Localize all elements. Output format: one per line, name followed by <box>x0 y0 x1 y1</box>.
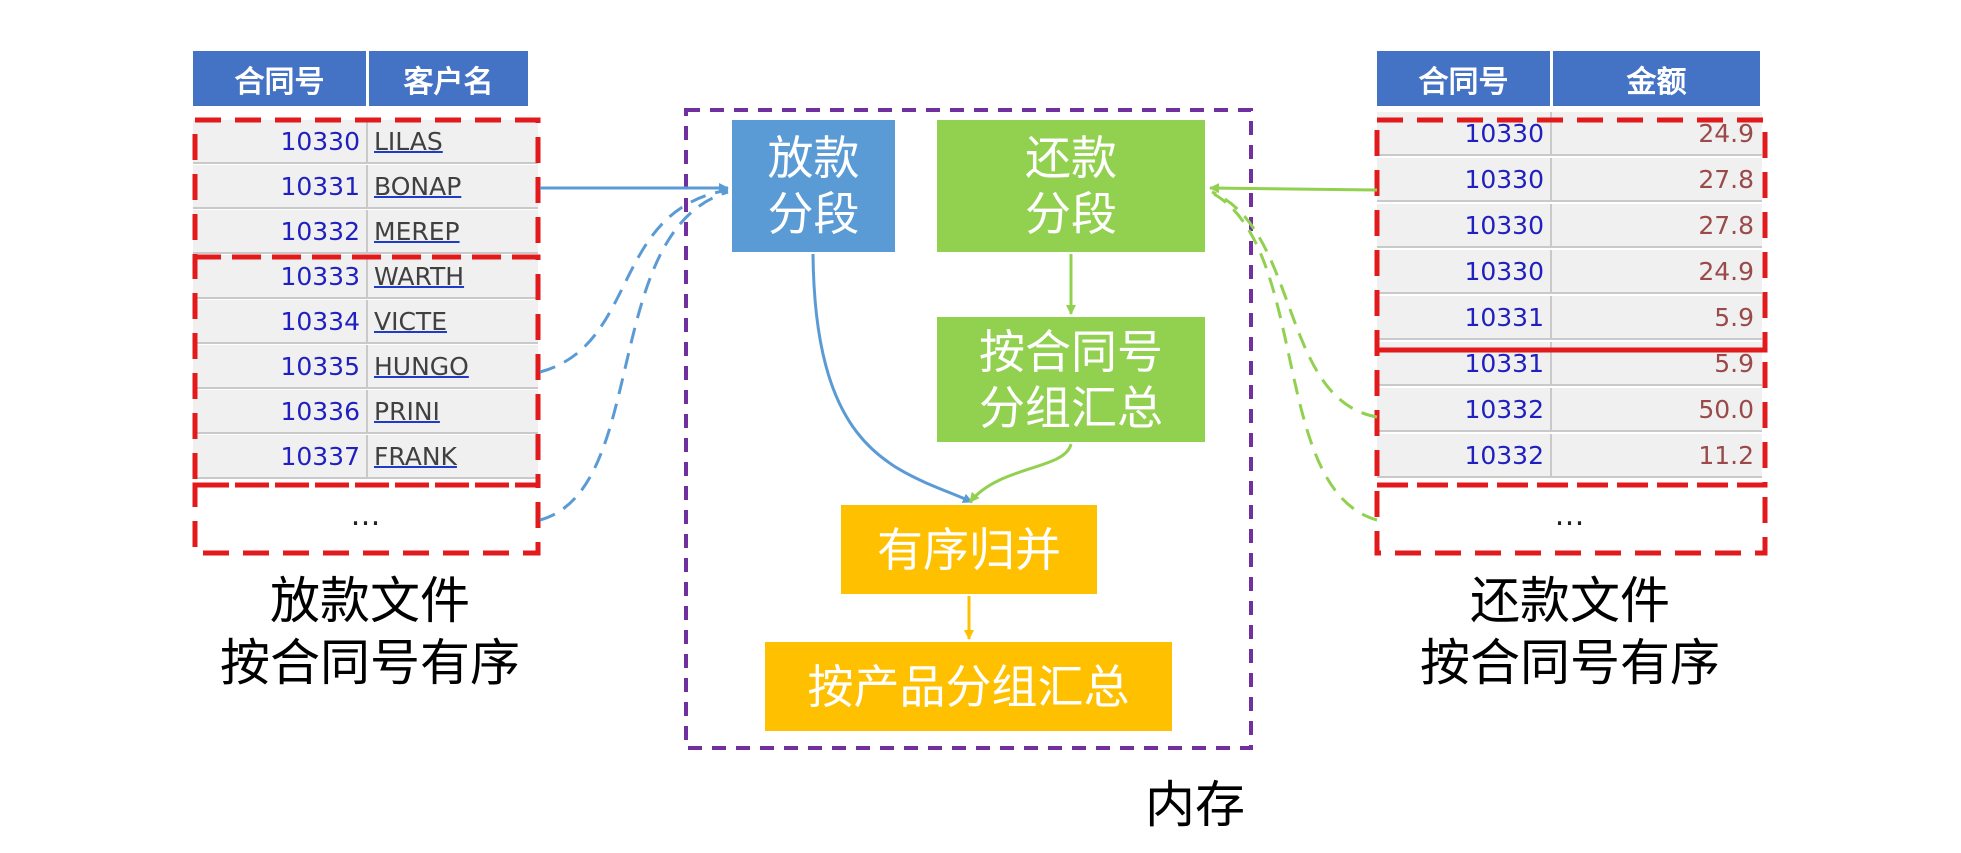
loan-segment-frame-2 <box>192 254 541 488</box>
group-by-contract-line1: 按合同号 <box>979 324 1163 379</box>
customer-link[interactable]: BONAP <box>374 171 462 201</box>
customer-link[interactable]: WARTH <box>374 261 465 291</box>
amount-cell: 27.8 <box>1698 210 1754 240</box>
group-to-merge-arrow <box>968 443 1073 503</box>
table-row: 10332 50.0 <box>1377 388 1762 432</box>
table-row: 10332 11.2 <box>1377 434 1762 478</box>
repay-segment-line2: 分段 <box>1025 187 1117 241</box>
group-by-product-label: 按产品分组汇总 <box>807 659 1130 714</box>
repay-segment-frame-2 <box>1374 347 1768 488</box>
amount-cell: 27.8 <box>1698 164 1754 194</box>
ordered-merge-box: 有序归并 <box>841 505 1097 594</box>
contract-cell: 10332 <box>1377 388 1552 430</box>
group-by-contract-box: 按合同号 分组汇总 <box>937 317 1205 442</box>
amount-cell: 11.2 <box>1698 440 1754 470</box>
repay-caption: 还款文件 按合同号有序 <box>1390 570 1750 694</box>
group-by-contract-line2: 分组汇总 <box>979 380 1163 435</box>
customer-link[interactable]: FRANK <box>374 441 457 471</box>
table-row: 10330 24.9 <box>1377 250 1762 294</box>
contract-cell: 10330 <box>1377 204 1552 246</box>
loan-caption: 放款文件 按合同号有序 <box>190 570 550 694</box>
loan-segment-frame-1 <box>192 117 541 260</box>
amount-cell: 24.9 <box>1698 118 1754 148</box>
table-row: 10330 27.8 <box>1377 158 1762 202</box>
contract-cell: 10331 <box>193 165 368 207</box>
table-row: 10331 5.9 <box>1377 296 1762 340</box>
contract-cell: 10330 <box>1377 250 1552 292</box>
contract-cell: 10337 <box>193 435 368 477</box>
loan-header-contract: 合同号 <box>193 51 366 106</box>
loan-arrow-dashed-1 <box>539 188 729 374</box>
ordered-merge-label: 有序归并 <box>877 522 1061 577</box>
contract-cell: 10331 <box>1377 342 1552 384</box>
repay-segment-frame-3 <box>1374 482 1768 556</box>
customer-link[interactable]: PRINI <box>374 396 440 426</box>
loan-caption-line1: 放款文件 <box>270 572 470 630</box>
repay-arrow-dashed-2 <box>1213 192 1378 522</box>
contract-cell: 10330 <box>1377 158 1552 200</box>
group-by-product-box: 按产品分组汇总 <box>765 642 1172 731</box>
repay-caption-line2: 按合同号有序 <box>1420 634 1720 692</box>
loan-segment-line2: 分段 <box>767 187 860 241</box>
repay-caption-line1: 还款文件 <box>1470 572 1670 630</box>
repay-segment-frame-1 <box>1374 117 1768 353</box>
contract-cell: 10332 <box>1377 434 1552 476</box>
loan-to-merge-arrow <box>811 253 973 504</box>
repay-header-contract: 合同号 <box>1377 51 1550 106</box>
loan-segment-frame-3 <box>192 482 541 556</box>
repay-arrow-dashed-1 <box>1211 190 1378 419</box>
customer-link[interactable]: MEREP <box>374 216 460 246</box>
loan-header-customer: 客户名 <box>369 51 528 106</box>
repay-ellipsis: … <box>1554 497 1585 533</box>
memory-boundary <box>684 108 1253 750</box>
repay-table: 合同号 金额 10330 24.9 10330 27.8 10330 27.8 103… <box>1377 0 1762 560</box>
customer-link[interactable]: LILAS <box>374 126 443 156</box>
repay-header-amount: 金额 <box>1553 51 1760 106</box>
loan-segment-line1: 放款 <box>767 131 860 185</box>
contract-cell: 10334 <box>193 300 368 342</box>
contract-cell: 10336 <box>193 390 368 432</box>
contract-cell: 10332 <box>193 210 368 252</box>
contract-cell: 10330 <box>1377 112 1552 154</box>
contract-cell: 10335 <box>193 345 368 387</box>
repay-segment-line1: 还款 <box>1025 131 1117 185</box>
customer-link[interactable]: HUNGO <box>374 351 469 381</box>
amount-cell: 24.9 <box>1698 256 1754 286</box>
amount-cell: 5.9 <box>1714 348 1754 378</box>
table-row: 10330 27.8 <box>1377 204 1762 248</box>
repay-segment-box: 还款 分段 <box>937 120 1205 252</box>
memory-label: 内存 <box>1145 776 1245 834</box>
loan-ellipsis: … <box>350 497 381 533</box>
contract-cell: 10331 <box>1377 296 1552 338</box>
contract-cell: 10333 <box>193 255 368 297</box>
amount-cell: 50.0 <box>1698 394 1754 424</box>
loan-arrow-dashed-2 <box>539 190 729 522</box>
loan-caption-line2: 按合同号有序 <box>220 634 520 692</box>
customer-link[interactable]: VICTE <box>374 306 447 336</box>
loan-segment-box: 放款 分段 <box>732 120 895 252</box>
amount-cell: 5.9 <box>1714 302 1754 332</box>
contract-cell: 10330 <box>193 120 368 162</box>
repay-arrow-solid <box>1209 183 1378 194</box>
